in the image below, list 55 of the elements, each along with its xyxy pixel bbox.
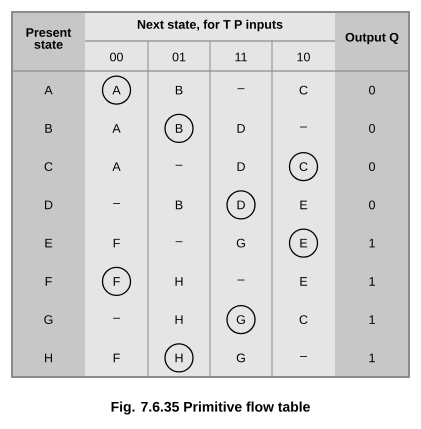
table-cell: B — [45, 124, 52, 133]
table-cell: – — [113, 318, 120, 319]
circled-state: F — [102, 266, 132, 296]
table-cell: H — [176, 277, 182, 286]
table-cell: C — [300, 315, 308, 324]
table-cell: A — [112, 124, 121, 133]
table-cell: – — [238, 88, 244, 90]
table-cell: H — [176, 315, 182, 324]
table-cell: F — [114, 238, 120, 248]
column-header: Present state — [26, 28, 72, 49]
table-cell: D — [238, 124, 245, 133]
circled-state: C — [288, 152, 318, 182]
table-cell: E — [45, 238, 52, 248]
circled-state: H — [164, 343, 194, 373]
table-cell: H — [45, 354, 52, 362]
table-cell: – — [176, 241, 182, 242]
table-cell: C — [44, 162, 53, 172]
column-header: 10 — [298, 52, 310, 62]
column-header: Output Q — [346, 32, 398, 44]
table-cell: 1 — [370, 354, 375, 362]
table-cell: – — [300, 126, 307, 128]
table-cell: – — [113, 203, 120, 204]
table-cell: G — [236, 354, 245, 362]
table-cell: – — [300, 356, 307, 357]
table-cell: G — [236, 238, 245, 248]
table-cell: E — [300, 200, 308, 210]
table-cell: D — [45, 200, 52, 210]
table-cell: A — [112, 162, 121, 171]
table-cell: D — [238, 162, 245, 171]
table-cell: 1 — [370, 277, 375, 286]
caption: Fig. 7.6.35 Primitive flow table — [112, 401, 310, 415]
table-cell: – — [176, 164, 182, 166]
circled-state: A — [102, 75, 132, 105]
circled-state: E — [288, 228, 318, 258]
circled-state: B — [164, 114, 194, 144]
table-cell: 1 — [370, 315, 375, 324]
circled-state: D — [226, 190, 256, 220]
table-cell: B — [176, 200, 182, 210]
table-cell: E — [300, 277, 308, 286]
table-cell: C — [300, 86, 308, 95]
table-cell: G — [44, 315, 52, 324]
table-cell: F — [114, 354, 120, 362]
column-header: 00 — [110, 52, 123, 62]
table-cell: B — [176, 86, 182, 94]
table-cell: A — [44, 86, 53, 94]
column-header: 11 — [236, 52, 247, 62]
column-header: Next state, for T P inputs — [138, 20, 282, 32]
table-cell: 0 — [369, 124, 375, 133]
table-cell: 0 — [369, 200, 375, 210]
table-cell: 0 — [369, 86, 375, 95]
table-cell: 0 — [369, 162, 375, 172]
table-cell: F — [46, 277, 52, 286]
table-cell: 1 — [370, 238, 375, 248]
circled-state: G — [226, 304, 256, 334]
column-header: 01 — [172, 52, 186, 62]
